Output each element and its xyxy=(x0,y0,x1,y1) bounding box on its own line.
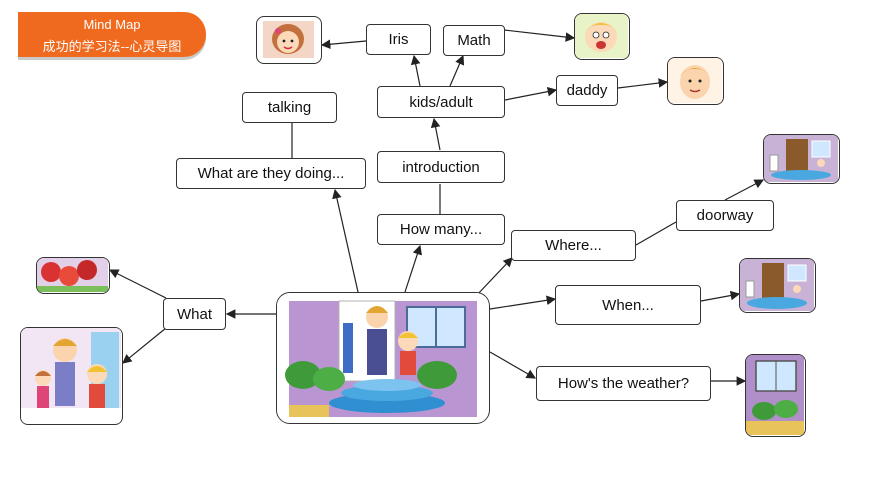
family-picture xyxy=(20,327,123,425)
man-face-picture xyxy=(667,57,724,105)
node-when: When... xyxy=(555,285,701,325)
node-talking: talking xyxy=(242,92,337,123)
node-doorway: doorway xyxy=(676,200,774,231)
node-daddy: daddy xyxy=(556,75,618,106)
doorway-scene-picture xyxy=(763,134,840,184)
boy-face-picture xyxy=(574,13,630,60)
mind-map-banner: Mind Map 成功的学习法--心灵导图 xyxy=(18,12,206,57)
central-scene-picture xyxy=(276,292,490,424)
apples-picture xyxy=(36,257,110,294)
node-how-many: How many... xyxy=(377,214,505,245)
node-introduction: introduction xyxy=(377,151,505,183)
node-iris: Iris xyxy=(366,24,431,55)
node-what: What xyxy=(163,298,226,330)
doorway-scene-picture-2 xyxy=(739,258,816,313)
flowers-window-picture xyxy=(745,354,806,437)
node-hows-the-weather: How's the weather? xyxy=(536,366,711,401)
node-where: Where... xyxy=(511,230,636,261)
banner-title: Mind Map xyxy=(83,17,141,32)
node-what-are-they-doing: What are they doing... xyxy=(176,158,366,189)
node-kids-adult: kids/adult xyxy=(377,86,505,118)
node-math: Math xyxy=(443,25,505,56)
girl-face-picture xyxy=(256,16,322,64)
banner-subtitle: 成功的学习法--心灵导图 xyxy=(42,39,182,54)
